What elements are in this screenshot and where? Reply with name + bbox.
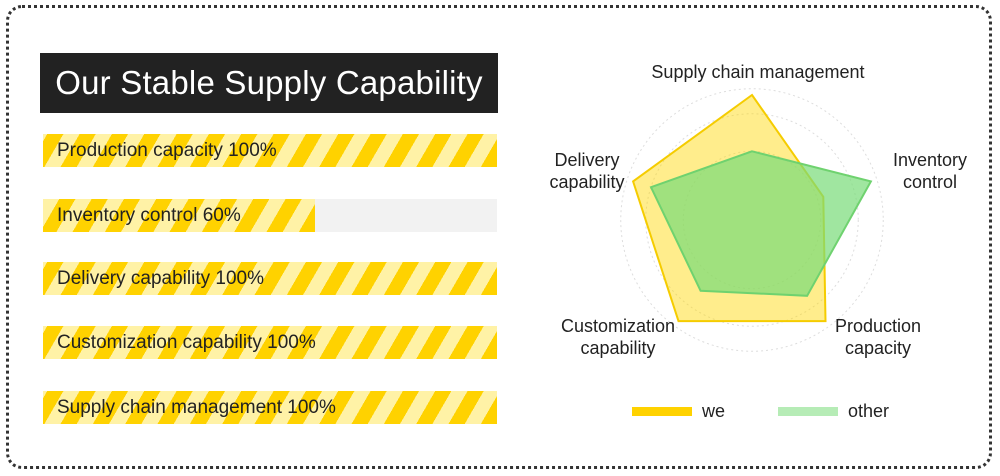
capability-bar-fill xyxy=(43,199,316,232)
radar-axis-label-line2: control xyxy=(903,172,957,192)
legend-swatch-we xyxy=(632,406,692,416)
radar-axis-label-line1: Inventory xyxy=(893,150,967,170)
legend-label-we: we xyxy=(702,400,726,421)
capability-bar: Supply chain management 100% xyxy=(43,391,497,424)
radar-series-other xyxy=(649,150,873,297)
capability-bar-fill xyxy=(43,262,497,295)
capability-bar: Delivery capability 100% xyxy=(43,262,497,295)
legend-item-we: we xyxy=(632,400,725,422)
radar-axis-label-line2: capacity xyxy=(845,338,911,358)
capability-bar-label: Supply chain management 100% xyxy=(57,397,336,418)
capability-bar-label: Production capacity 100% xyxy=(57,140,277,161)
capability-bar-label: Customization capability 100% xyxy=(57,332,316,353)
legend-item-other: other xyxy=(778,400,889,422)
capability-bar-fill xyxy=(43,134,497,167)
radar-axis-label-line2: capability xyxy=(580,338,655,358)
radar-axis-label: Supply chain management xyxy=(651,62,864,82)
radar-grid-ring xyxy=(620,88,884,352)
dotted-frame xyxy=(6,5,992,469)
radar-axis-label-line1: Production xyxy=(835,316,921,336)
capability-bar-label: Inventory control 60% xyxy=(57,205,241,226)
radar-axis-label-line2: capability xyxy=(549,172,624,192)
legend-swatch-other xyxy=(778,406,838,416)
capability-bar-fill xyxy=(43,391,497,424)
capability-bar: Inventory control 60% xyxy=(43,199,497,232)
page-title: Our Stable Supply Capability xyxy=(40,53,498,113)
capability-bar-label: Delivery capability 100% xyxy=(57,268,264,289)
radar-axis-label-line1: Customization xyxy=(561,316,675,336)
radar-axis-label-line1: Supply chain management xyxy=(651,62,864,82)
radar-grid-ring xyxy=(645,113,859,327)
capability-bar: Customization capability 100% xyxy=(43,326,497,359)
capability-bar: Production capacity 100% xyxy=(43,134,497,167)
radar-axis-label-line1: Delivery xyxy=(554,150,619,170)
legend-label-other: other xyxy=(848,400,890,421)
capability-bar-fill xyxy=(43,326,497,359)
